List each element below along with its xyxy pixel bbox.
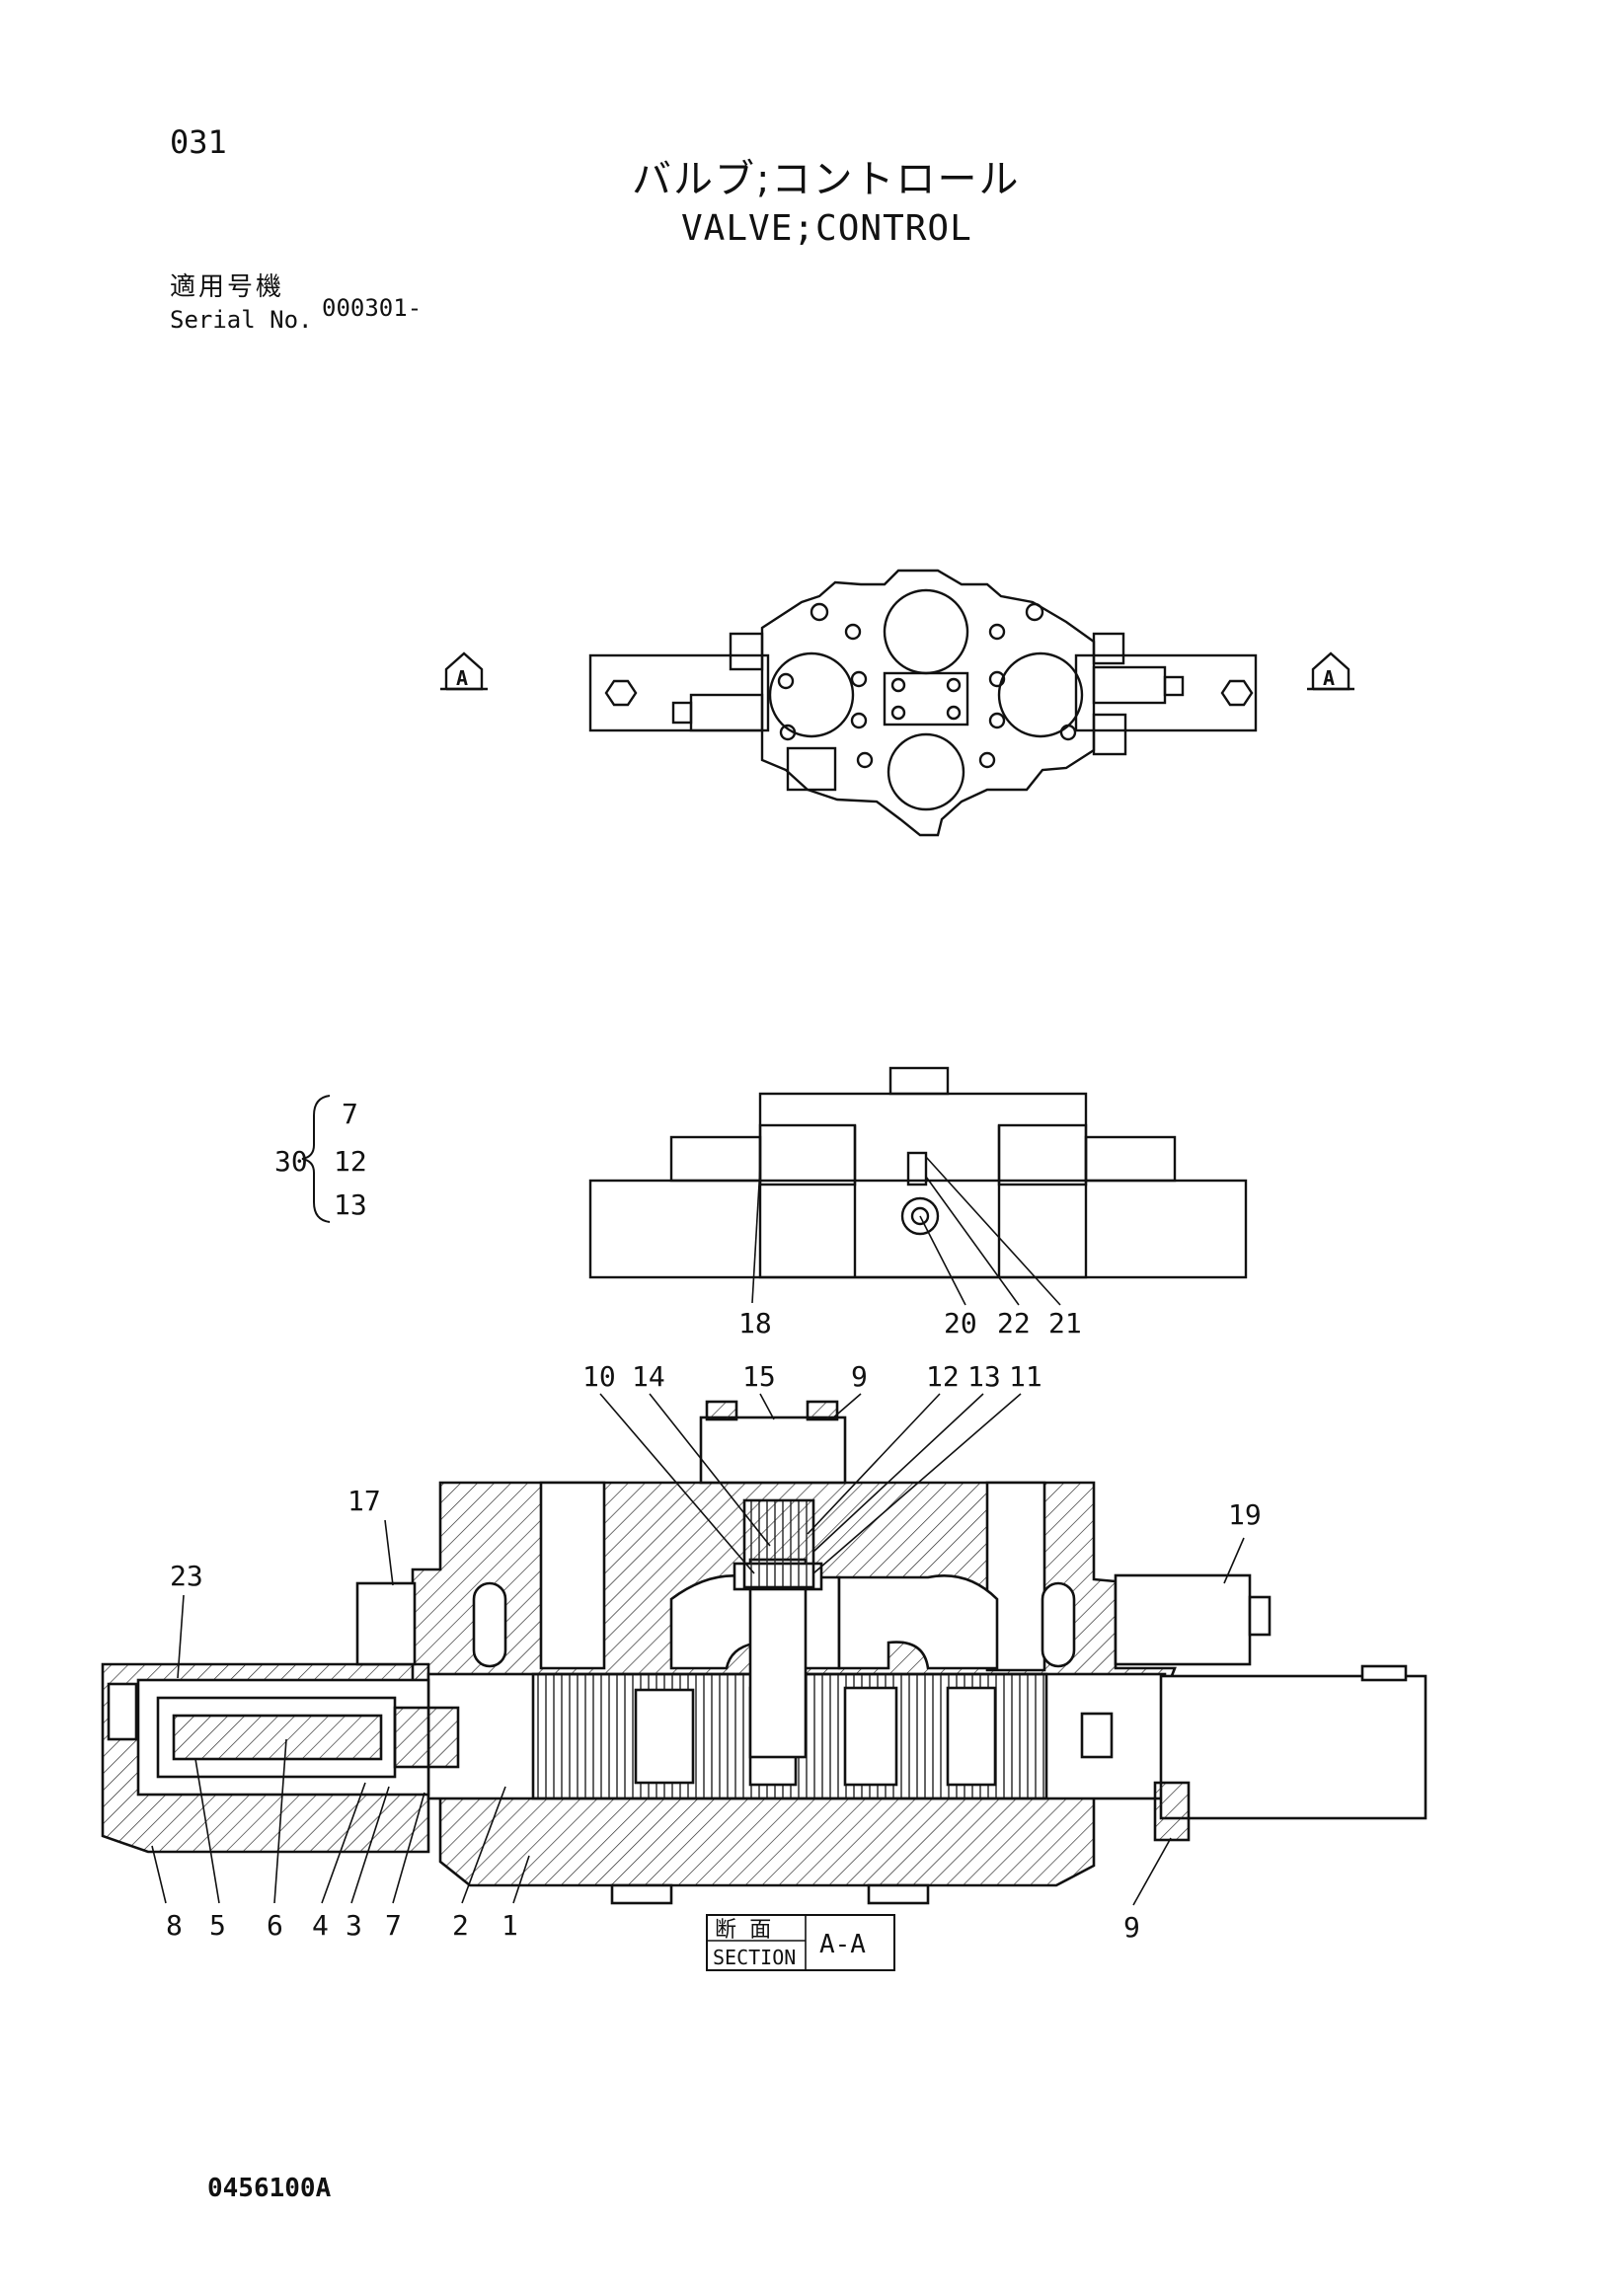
group-member-1: 7 bbox=[342, 1098, 358, 1130]
callout-top-2: 14 bbox=[632, 1360, 665, 1393]
section-marker-left-letter: A bbox=[456, 666, 468, 690]
side-view bbox=[588, 1066, 1248, 1279]
callout-side-2: 20 bbox=[944, 1307, 977, 1339]
group-brace bbox=[301, 1095, 331, 1223]
callout-bottom-2: 5 bbox=[209, 1909, 226, 1942]
serial-label-english: Serial No. bbox=[170, 306, 313, 334]
callout-bottom-4: 4 bbox=[312, 1909, 329, 1942]
callout-top-3: 15 bbox=[742, 1360, 776, 1393]
callout-left-1: 17 bbox=[347, 1485, 381, 1517]
callout-top-4: 9 bbox=[851, 1360, 868, 1393]
callout-left-2: 23 bbox=[170, 1560, 203, 1592]
drawing-id: 0456100A bbox=[207, 2174, 332, 2203]
callout-bottom-8: 1 bbox=[501, 1909, 518, 1942]
left-spool-cap bbox=[588, 653, 770, 732]
serial-label-japanese: 適用号機 bbox=[170, 272, 285, 302]
right-spool-cap bbox=[1074, 653, 1258, 732]
top-cover-plate bbox=[699, 1416, 847, 1485]
callout-top-5: 12 bbox=[926, 1360, 960, 1393]
group-member-3: 13 bbox=[334, 1188, 367, 1221]
left-solenoid bbox=[355, 1581, 417, 1666]
callout-bottom-5: 3 bbox=[346, 1909, 362, 1942]
group-number: 30 bbox=[274, 1145, 308, 1178]
side-view-leaders bbox=[751, 1156, 1061, 1306]
section-view bbox=[101, 1400, 1427, 1905]
side-view-base bbox=[588, 1179, 1248, 1279]
title-japanese: バルブ;コントロール bbox=[632, 157, 1021, 202]
callout-side-3: 22 bbox=[997, 1307, 1031, 1339]
callout-bottom-6: 7 bbox=[385, 1909, 402, 1942]
callout-bottom-1: 8 bbox=[166, 1909, 183, 1942]
group-member-2: 12 bbox=[334, 1145, 367, 1178]
callout-bottom-7: 2 bbox=[452, 1909, 469, 1942]
callout-bottom-right: 9 bbox=[1123, 1911, 1140, 1944]
right-solenoid bbox=[1114, 1573, 1252, 1666]
section-id: A-A bbox=[819, 1930, 866, 1959]
section-label: 断 面 SECTION A-A bbox=[706, 1914, 895, 1971]
callout-top-1: 10 bbox=[582, 1360, 616, 1393]
center-valve-stem bbox=[748, 1558, 808, 1759]
serial-number-value: 000301- bbox=[322, 294, 423, 322]
section-marker-right-letter: A bbox=[1323, 666, 1335, 690]
callout-side-1: 18 bbox=[738, 1307, 772, 1339]
top-view bbox=[440, 569, 1354, 837]
callout-side-4: 21 bbox=[1048, 1307, 1082, 1339]
section-label-english: SECTION bbox=[713, 1946, 796, 1969]
callout-right-1: 19 bbox=[1228, 1498, 1262, 1531]
callout-top-7: 11 bbox=[1009, 1360, 1042, 1393]
section-leaders bbox=[151, 1393, 1245, 1906]
callout-bottom-3: 6 bbox=[267, 1909, 283, 1942]
section-label-japanese: 断 面 bbox=[715, 1918, 771, 1943]
section-marker-left bbox=[440, 651, 488, 691]
title-english: VALVE;CONTROL bbox=[681, 208, 972, 249]
right-block bbox=[1159, 1674, 1427, 1820]
spring-assembly bbox=[172, 1714, 383, 1761]
section-marker-right bbox=[1307, 651, 1354, 691]
callout-top-6: 13 bbox=[967, 1360, 1001, 1393]
page-number: 031 bbox=[170, 123, 227, 161]
